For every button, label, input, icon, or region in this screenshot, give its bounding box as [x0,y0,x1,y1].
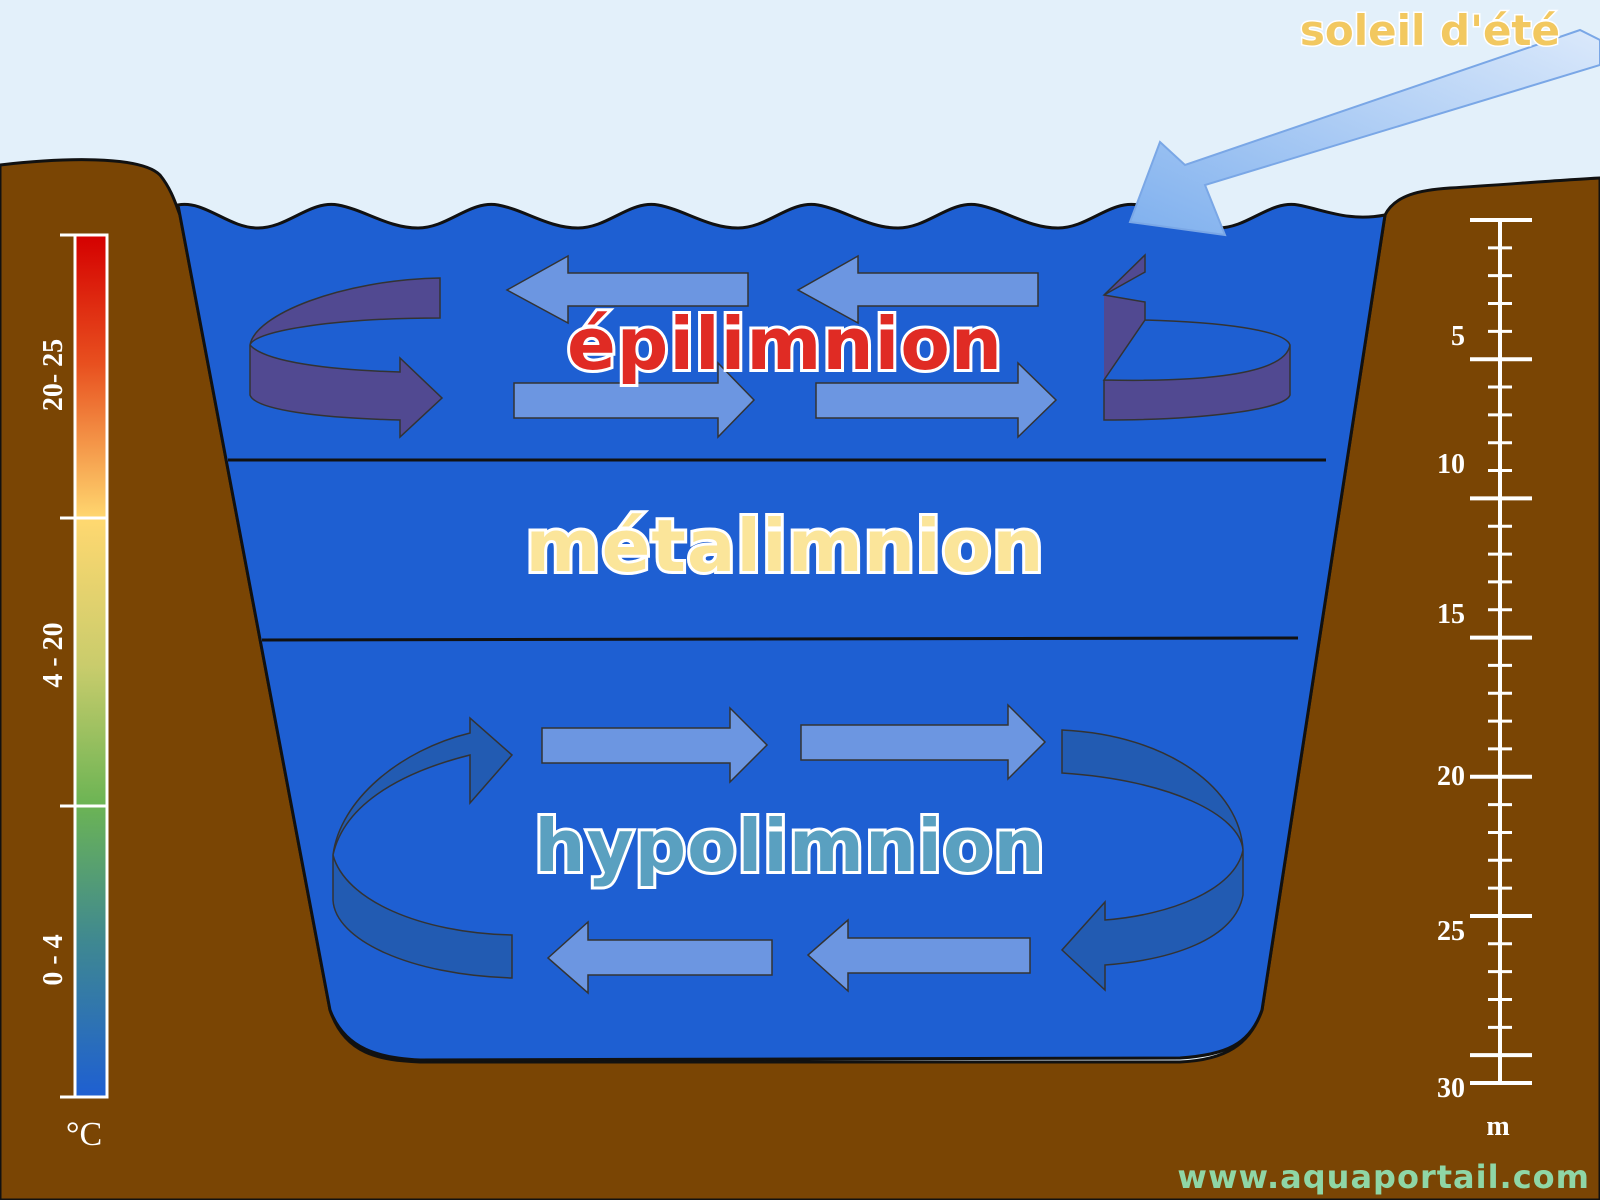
temperature-unit-label: °C [66,1116,102,1153]
right-arrow-icon [541,706,769,784]
earth [0,158,1600,1200]
temperature-range-label: 4 - 20 [38,622,69,687]
depth-tick-label: 10 [1437,449,1465,480]
depth-scale: 5 10 15 20 25 30 m [1437,218,1532,1142]
loop-arrow-icon [1102,253,1291,421]
depth-tick-label: 30 [1437,1073,1465,1104]
depth-tick-label: 25 [1437,916,1465,947]
depth-unit-label: m [1486,1111,1509,1142]
depth-tick-label: 5 [1451,321,1465,352]
layer-label-epilimnion: épilimnion [567,302,1003,386]
left-arrow-icon [806,918,1031,993]
temperature-scale: 20- 25 4 - 20 0 - 4 °C [38,233,109,1153]
hypolimnion-circulation [332,703,1244,995]
left-arrow-icon [546,920,773,995]
loop-arrow-icon [332,716,514,979]
layer-label-metalimnion: métalimnion [526,504,1045,588]
left-arrow-icon [796,254,1039,325]
temperature-range-label: 0 - 4 [38,934,69,985]
loop-arrow-icon [1060,729,1244,992]
thermocline-bottom-line [261,636,1299,642]
loop-arrow-icon [249,277,444,439]
epilimnion-circulation [249,253,1291,439]
website-label: www.aquaportail.com [1177,1158,1590,1196]
sun-label: soleil d'été [1300,6,1560,55]
left-arrow-icon [505,254,749,325]
temperature-color-bar [73,233,109,1099]
right-arrow-icon [815,361,1058,439]
depth-tick-label: 20 [1437,761,1465,792]
right-arrow-icon [513,361,756,439]
layer-label-hypolimnion: hypolimnion [534,804,1045,888]
right-arrow-icon [800,703,1047,781]
depth-tick-label: 15 [1437,599,1465,630]
temperature-range-label: 20- 25 [38,339,69,411]
lake-water [176,202,1387,1062]
sun-ray-arrow [1128,28,1600,237]
